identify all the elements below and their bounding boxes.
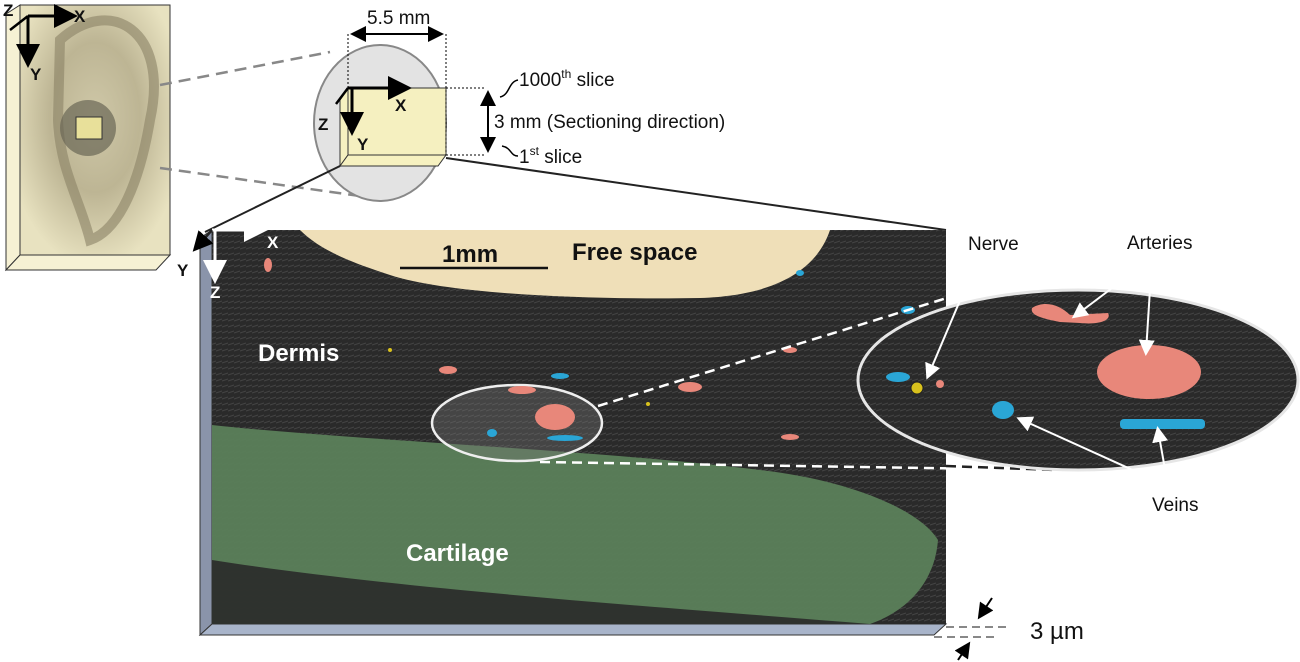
- zoom-line-top: [159, 50, 331, 87]
- scale-bar-label: 1mm: [442, 241, 498, 268]
- veins-label: Veins: [1152, 495, 1198, 516]
- width-label: 5.5 mm: [367, 8, 430, 29]
- block-axis-z: Z: [318, 115, 328, 134]
- arteries-label: Arteries: [1127, 233, 1192, 254]
- bottom-slice-label: 1st slice: [519, 144, 582, 168]
- ear-axis-x: X: [74, 7, 86, 26]
- cartilage-region: [212, 425, 938, 624]
- artery-large: [1097, 345, 1201, 399]
- ear-axis-y: Y: [30, 65, 42, 84]
- sample-location-block: [75, 116, 103, 140]
- cartilage-label: Cartilage: [406, 540, 509, 567]
- zoom-line-bottom: [159, 166, 361, 198]
- vein-long: [1120, 419, 1205, 429]
- free-space-label: Free space: [572, 239, 697, 266]
- free-space-region: [300, 230, 830, 299]
- section-axis-y: Y: [177, 261, 189, 280]
- ear-model-panel: X Y Z: [3, 1, 172, 272]
- block-axis-y: Y: [357, 135, 369, 154]
- tissue-section: X Y Z 1mm Free space Dermis Cartilage: [177, 218, 948, 637]
- nerve-mark: [910, 381, 924, 395]
- section-axis-z: Z: [210, 283, 220, 302]
- block-axis-x: X: [395, 96, 407, 115]
- ear-axis-z: Z: [3, 1, 13, 20]
- nerve-label: Nerve: [968, 234, 1019, 255]
- roi-ellipse: [430, 383, 604, 463]
- zoomed-roi: Nerve Arteries Veins: [856, 233, 1300, 516]
- thickness-label: 3 µm: [1030, 618, 1084, 645]
- artery-small: [1031, 304, 1109, 324]
- depth-label: 3 mm (Sectioning direction): [494, 112, 725, 133]
- section-axis-x: X: [267, 233, 279, 252]
- sample-block-callout: X Y Z 5.5 mm 1000th slice 3 mm (Sectioni…: [313, 8, 725, 202]
- vein-small: [992, 401, 1014, 419]
- top-slice-label: 1000th slice: [519, 67, 615, 91]
- dermis-label: Dermis: [258, 340, 339, 367]
